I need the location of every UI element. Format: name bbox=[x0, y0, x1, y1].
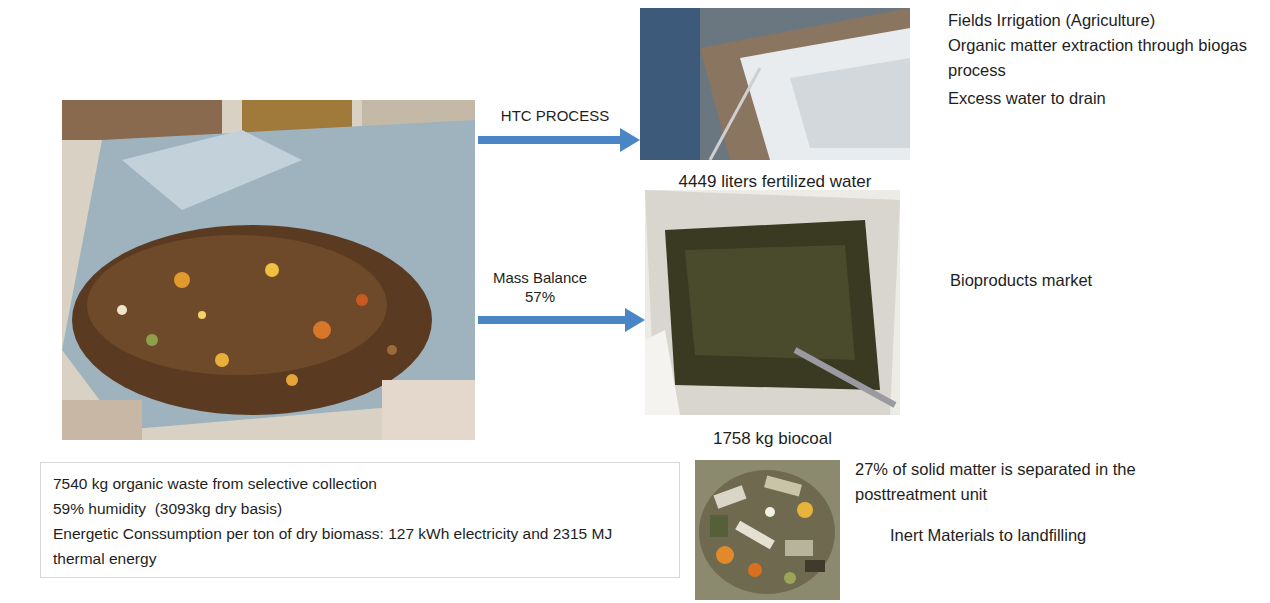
flow-arrow bbox=[478, 316, 631, 324]
note-label: Bioproducts market bbox=[950, 268, 1250, 293]
photo-caption: 4449 liters fertilized water bbox=[679, 172, 872, 192]
note-label: 27% of solid matter is separated in the … bbox=[855, 457, 1145, 507]
photo-node: 7540 kg organic waste from selective col… bbox=[62, 100, 475, 440]
photo-illustration bbox=[62, 100, 475, 440]
photo-illustration bbox=[640, 8, 910, 160]
note-label: Organic matter extraction through biogas… bbox=[948, 33, 1248, 83]
photo-illustration bbox=[645, 190, 900, 415]
flow-arrow bbox=[478, 136, 626, 144]
note-label: Fields Irrigation (Agriculture) bbox=[948, 8, 1265, 33]
note-label: Inert Materials to landfilling bbox=[890, 523, 1190, 548]
arrow-label: Mass Balance 57% bbox=[490, 268, 590, 306]
info-text: 7540 kg organic waste from selective col… bbox=[53, 471, 667, 496]
arrow-label: HTC PROCESS bbox=[480, 106, 630, 125]
inert-materials-photo bbox=[695, 460, 840, 600]
info-box: 7540 kg organic waste from selective col… bbox=[40, 462, 680, 578]
info-text: Energetic Conssumption per ton of dry bi… bbox=[53, 521, 667, 571]
note-label: Excess water to drain bbox=[948, 86, 1265, 111]
photo-node: 1758 kg biocoal bbox=[645, 190, 900, 415]
photo-node: 4449 liters fertilized water bbox=[640, 8, 910, 160]
info-text: 59% humidity (3093kg dry basis) bbox=[53, 496, 667, 521]
photo-caption: 1758 kg biocoal bbox=[713, 429, 832, 449]
